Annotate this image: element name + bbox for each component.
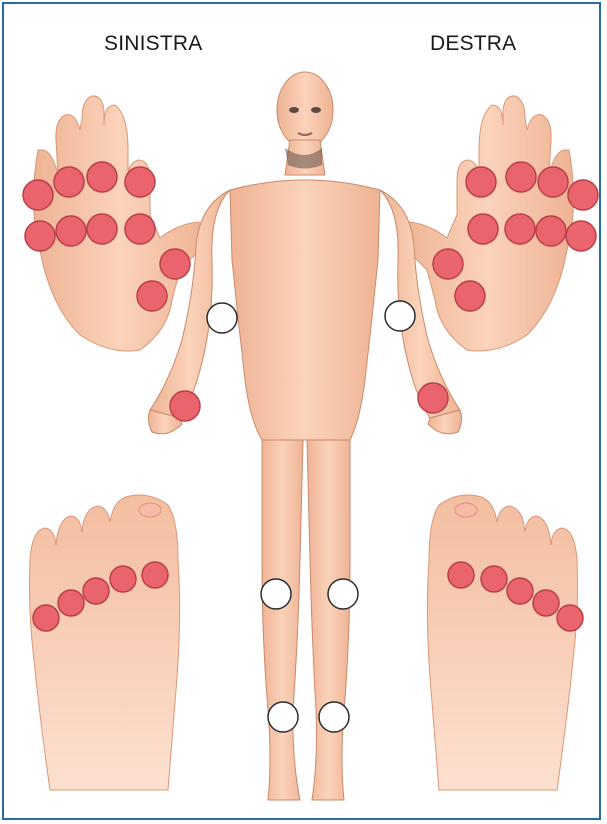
joint-marker-affected	[507, 578, 533, 604]
joint-marker-unaffected	[385, 301, 415, 331]
joint-marker-affected	[481, 566, 507, 592]
joint-marker-affected	[56, 216, 86, 246]
joint-marker-unaffected	[328, 579, 358, 609]
joint-marker-affected	[33, 605, 59, 631]
joint-marker-affected	[568, 180, 598, 210]
right-foot	[427, 495, 577, 790]
joint-marker-affected	[468, 214, 498, 244]
joint-marker-unaffected	[207, 303, 237, 333]
joint-marker-affected	[448, 562, 474, 588]
joint-marker-affected	[23, 180, 53, 210]
joint-marker-affected	[58, 590, 84, 616]
joint-marker-affected	[170, 391, 200, 421]
joint-marker-affected	[538, 167, 568, 197]
joint-marker-affected	[137, 281, 167, 311]
joint-marker-affected	[25, 221, 55, 251]
body-figure	[148, 72, 461, 800]
joint-marker-affected	[506, 162, 536, 192]
joint-marker-affected	[87, 162, 117, 192]
joint-marker-affected	[160, 249, 190, 279]
joint-marker-affected	[505, 214, 535, 244]
left-foot	[30, 495, 180, 790]
joint-marker-affected	[466, 167, 496, 197]
joint-marker-affected	[455, 281, 485, 311]
joint-marker-affected	[418, 383, 448, 413]
joint-marker-affected	[54, 167, 84, 197]
joint-marker-affected	[125, 167, 155, 197]
joint-marker-affected	[125, 214, 155, 244]
joint-marker-unaffected	[268, 702, 298, 732]
joint-marker-affected	[533, 590, 559, 616]
joint-marker-affected	[433, 249, 463, 279]
joint-marker-affected	[110, 566, 136, 592]
joint-marker-affected	[557, 605, 583, 631]
joint-marker-affected	[566, 221, 596, 251]
joint-marker-affected	[142, 562, 168, 588]
joint-marker-affected	[536, 216, 566, 246]
joint-marker-unaffected	[261, 579, 291, 609]
joint-marker-affected	[83, 578, 109, 604]
joint-marker-affected	[87, 214, 117, 244]
joint-marker-unaffected	[319, 702, 349, 732]
